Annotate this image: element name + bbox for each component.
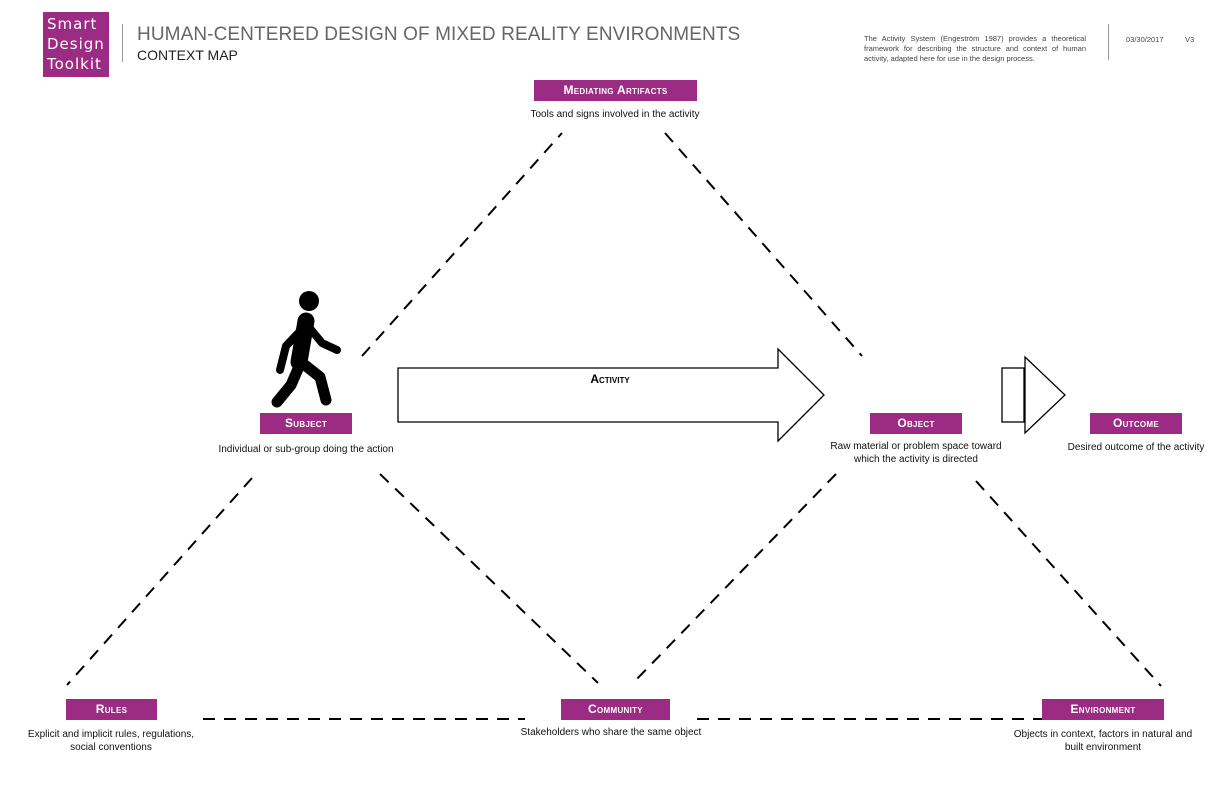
edge-subject-rules: [66, 477, 253, 686]
page-subtitle: CONTEXT MAP: [137, 47, 238, 63]
meta-divider: [1108, 24, 1109, 60]
document-version: V3: [1185, 35, 1195, 44]
rules-label: Rules: [66, 699, 157, 720]
environment-caption: Objects in context, factors in natural a…: [1013, 729, 1193, 753]
outcome-arrow-stem: [1001, 367, 1025, 423]
community-label: Community: [561, 699, 670, 720]
mediating-artifacts-label: Mediating Artifacts: [534, 80, 697, 101]
mediating-artifacts-caption: Tools and signs involved in the activity: [530, 109, 700, 120]
logo-line-1: Smart: [47, 15, 98, 33]
page-title: HUMAN-CENTERED DESIGN OF MIXED REALITY E…: [137, 24, 741, 45]
activity-arrow: [397, 347, 825, 443]
subject-caption: Individual or sub-group doing the action: [218, 444, 394, 455]
edge-mediating-object: [664, 132, 863, 357]
smart-design-toolkit-logo: Smart Design Toolkit: [43, 12, 109, 77]
header-divider: [122, 24, 123, 62]
environment-label: Environment: [1042, 699, 1164, 720]
object-caption: Raw material or problem space toward whi…: [830, 441, 1002, 465]
edge-subject-community: [379, 473, 599, 684]
object-label: Object: [870, 413, 962, 434]
document-date: 03/30/2017: [1126, 35, 1164, 44]
outcome-caption: Desired outcome of the activity: [1067, 442, 1205, 453]
edge-subject-mediating: [361, 132, 563, 357]
edge-object-community: [632, 473, 837, 684]
activity-label: Activity: [590, 372, 630, 386]
walking-person-icon: [271, 291, 341, 408]
subject-label: Subject: [260, 413, 352, 434]
community-caption: Stakeholders who share the same object: [520, 727, 702, 738]
logo-line-3: Toolkit: [47, 55, 102, 73]
edge-object-environment: [975, 480, 1162, 687]
framework-description: The Activity System (Engeström 1987) pro…: [864, 34, 1086, 63]
logo-line-2: Design: [47, 35, 105, 53]
outcome-label: Outcome: [1090, 413, 1182, 434]
rules-caption: Explicit and implicit rules, regulations…: [27, 729, 195, 753]
outcome-arrow-head: [1024, 355, 1066, 435]
